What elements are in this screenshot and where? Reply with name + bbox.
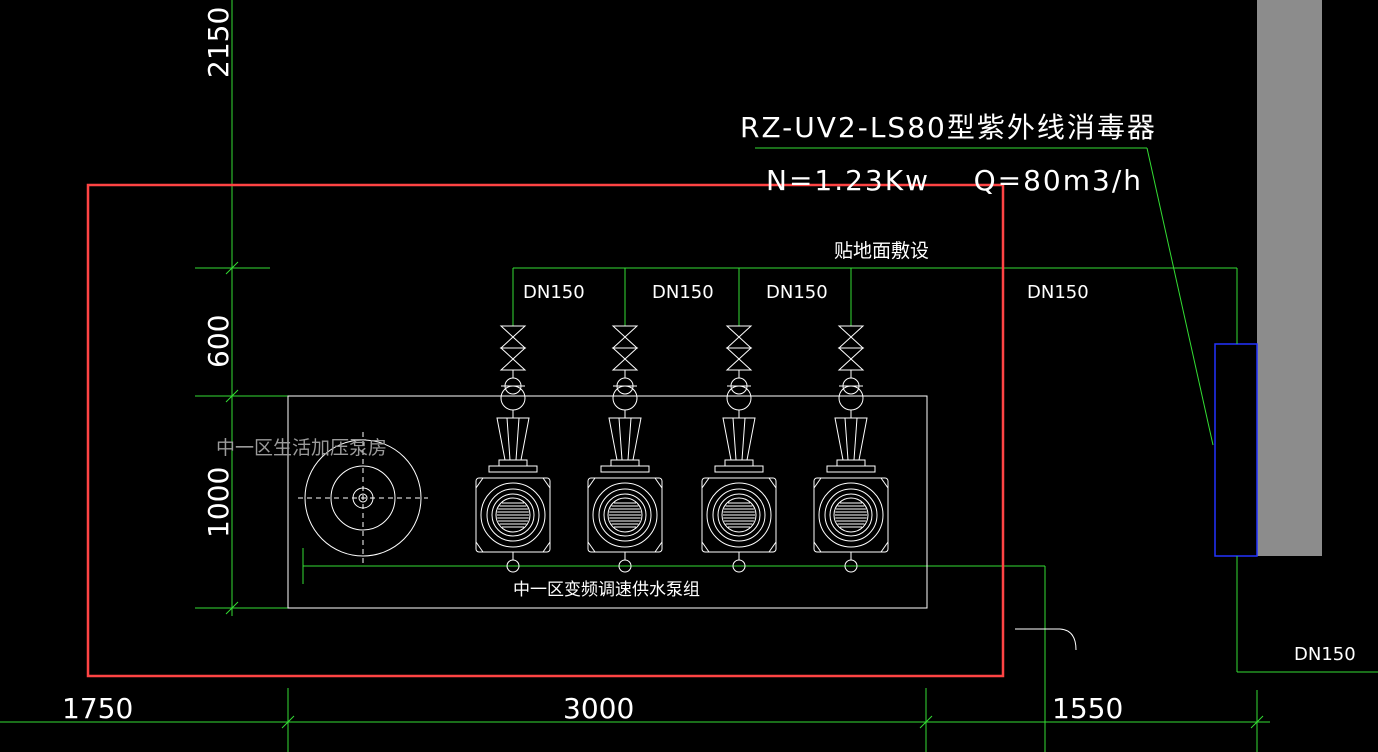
- pressure-tank: [298, 432, 428, 564]
- dimension-horizontal-1750: 1750: [62, 692, 133, 725]
- pipe-union: [612, 385, 638, 411]
- check-valve: [725, 347, 753, 371]
- gate-valve: [725, 325, 753, 349]
- pipe-union: [838, 385, 864, 411]
- wall-column: [1257, 0, 1322, 556]
- dimension-vertical-600: 600: [202, 315, 235, 368]
- highlight-frame: [86, 183, 1005, 678]
- dimension-horizontal-1550: 1550: [1052, 692, 1123, 725]
- pump-assembly-4: [813, 325, 889, 573]
- dimension-vertical-1000: 1000: [202, 467, 235, 538]
- pipe-reducer: [496, 417, 530, 461]
- main-supply-pipe: [512, 267, 1238, 344]
- pump-casing: [706, 482, 772, 548]
- pipe-union: [726, 385, 752, 411]
- pipe-reducer: [722, 417, 756, 461]
- suction-valve: [844, 559, 858, 573]
- gate-valve: [499, 325, 527, 349]
- pump-motor-fan: [833, 497, 869, 533]
- check-valve: [611, 347, 639, 371]
- pipe-label-branch-3: DN150: [766, 282, 828, 303]
- check-valve: [499, 347, 527, 371]
- floor-laying-note: 贴地面敷设: [834, 240, 929, 262]
- pump-room-label: 中一区生活加压泵房: [216, 437, 387, 459]
- pipe-label-branch-2: DN150: [652, 282, 714, 303]
- drain-pipe-bend: [1015, 628, 1077, 651]
- dimension-horizontal-3000: 3000: [563, 692, 634, 725]
- pipe-reducer: [608, 417, 642, 461]
- gate-valve: [837, 325, 865, 349]
- pump-flange: [724, 459, 754, 467]
- pump-assembly-3: [701, 325, 777, 573]
- pump-flange: [836, 459, 866, 467]
- pump-casing: [818, 482, 884, 548]
- pump-assembly-1: [475, 325, 551, 573]
- pump-flange: [498, 459, 528, 467]
- suction-valve: [618, 559, 632, 573]
- suction-valve: [732, 559, 746, 573]
- pump-flange: [610, 459, 640, 467]
- dimension-vertical-2150: 2150: [202, 7, 235, 78]
- pipe-reducer: [834, 417, 868, 461]
- pump-base-frame: [287, 395, 928, 609]
- disinfector-leader-line: [755, 147, 1214, 446]
- disinfector-model-label: RZ-UV2-LS80型紫外线消毒器: [740, 111, 1157, 144]
- pump-motor-fan: [607, 497, 643, 533]
- pump-casing: [480, 482, 546, 548]
- pump-motor-fan: [721, 497, 757, 533]
- pipe-label-outlet: DN150: [1294, 644, 1356, 665]
- outlet-pipe: [1236, 556, 1378, 673]
- pump-motor-fan: [495, 497, 531, 533]
- uv-disinfector-unit: [1214, 343, 1258, 557]
- pump-casing: [592, 482, 658, 548]
- vertical-dimension-line: [195, 0, 290, 616]
- check-valve: [837, 347, 865, 371]
- gate-valve: [611, 325, 639, 349]
- pipe-label-branch-1: DN150: [523, 282, 585, 303]
- suction-valve: [506, 559, 520, 573]
- suction-header-pipe: [302, 548, 1046, 600]
- disinfector-spec-label: N=1.23Kw Q=80m3/h: [766, 164, 1143, 197]
- pump-assembly-2: [587, 325, 663, 573]
- horizontal-dimension-line: [0, 600, 1270, 752]
- pump-group: [475, 325, 889, 573]
- pump-group-label: 中一区变频调速供水泵组: [513, 580, 700, 600]
- pipe-label-main: DN150: [1027, 282, 1089, 303]
- pipe-union: [500, 385, 526, 411]
